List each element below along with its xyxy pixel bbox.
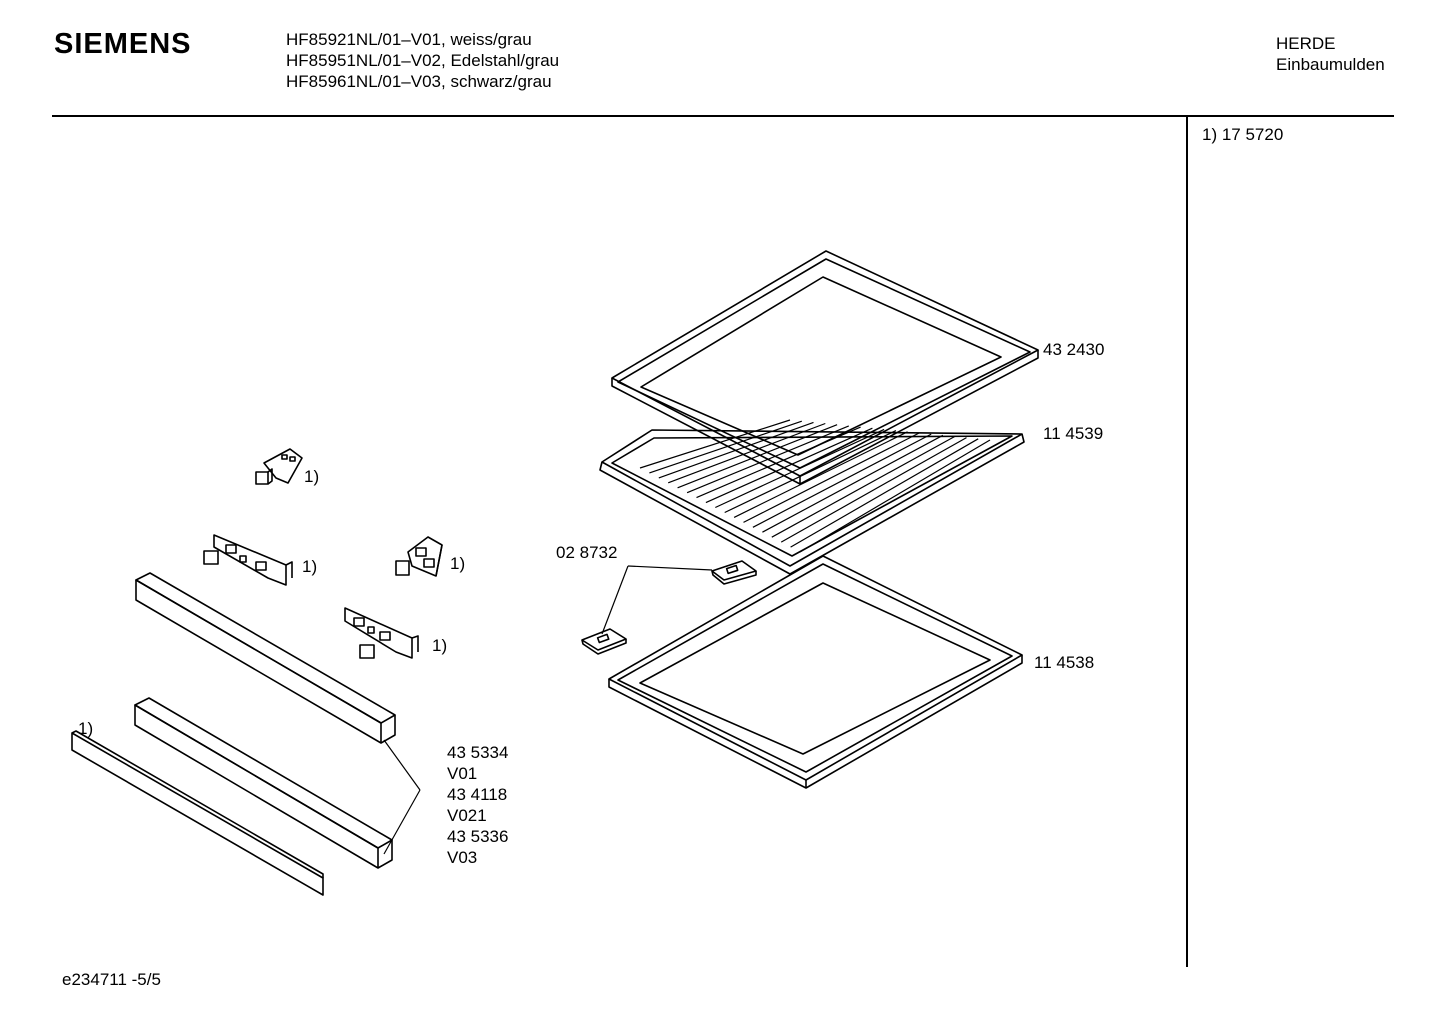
grid-bar (780, 437, 967, 543)
marker-bracket-right: 1) (450, 554, 465, 573)
clip-left (581, 628, 627, 655)
trim-bar-upper (135, 572, 396, 744)
label-trim-3: 43 4118 (447, 785, 507, 804)
marker-bracket-lower: 1) (432, 636, 447, 655)
grid-shelf (599, 419, 1025, 575)
label-trim-2: V01 (447, 764, 477, 783)
label-trim-5: 43 5336 (447, 827, 508, 846)
label-grid-shelf: 11 4539 (1043, 424, 1103, 443)
model-line-2: HF85951NL/01–V02, Edelstahl/grau (286, 51, 560, 70)
model-line-1: HF85921NL/01–V01, weiss/grau (286, 30, 532, 49)
grid-bar (667, 422, 826, 484)
grid-bar (715, 428, 885, 509)
leader-trim-lower (383, 789, 421, 855)
document-id: e234711 -5/5 (62, 970, 161, 989)
marker-strip: 1) (78, 719, 93, 738)
grid-bar (799, 439, 991, 553)
header-rule (52, 115, 1394, 117)
label-baking-tray: 43 2430 (1043, 340, 1104, 359)
grid-bar (686, 425, 850, 494)
grid-bar (639, 419, 791, 469)
grid-bar (743, 432, 920, 523)
grid-bar (705, 427, 873, 504)
bracket-top (255, 448, 303, 485)
trim-bar-lower (134, 697, 393, 869)
label-clip: 02 8732 (556, 543, 617, 562)
category-line-1: HERDE (1276, 34, 1336, 53)
clip-right (711, 560, 757, 585)
leader-clip-right (627, 565, 713, 571)
universal-pan (608, 555, 1023, 789)
trim-strip (71, 730, 324, 896)
category-line-2: Einbaumulden (1276, 55, 1385, 74)
footnote-reference: 1) 17 5720 (1202, 125, 1284, 144)
label-trim-4: V021 (447, 806, 487, 825)
grid-bar (762, 434, 944, 533)
side-divider (1186, 117, 1188, 967)
grid-bar (790, 438, 979, 548)
bracket-left (203, 534, 293, 586)
brand-logo: SIEMENS (54, 28, 192, 60)
marker-bracket-left: 1) (302, 557, 317, 576)
grid-bar (724, 430, 897, 514)
grid-bar (752, 433, 932, 528)
model-line-3: HF85961NL/01–V03, schwarz/grau (286, 72, 552, 91)
leader-trim-upper (383, 739, 421, 791)
bracket-right (395, 536, 443, 577)
grid-bar (771, 435, 955, 538)
label-trim-6: V03 (447, 848, 477, 867)
grid-bar (696, 426, 861, 499)
label-universal-pan: 11 4538 (1034, 653, 1094, 672)
marker-bracket-top: 1) (304, 467, 319, 486)
leader-clip-left (601, 565, 629, 635)
grid-bar (677, 424, 838, 489)
bracket-lower (344, 607, 419, 659)
grid-bar (658, 421, 814, 479)
grid-bar (649, 420, 802, 474)
label-trim-1: 43 5334 (447, 743, 508, 762)
grid-bar (733, 431, 908, 518)
